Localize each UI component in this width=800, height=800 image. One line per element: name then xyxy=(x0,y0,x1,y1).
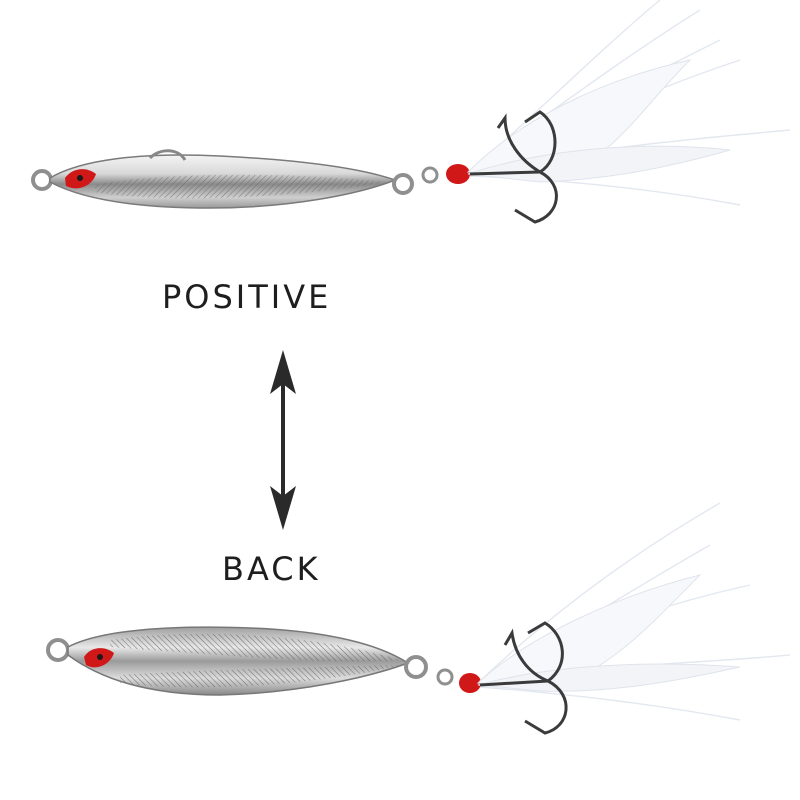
treble-hook xyxy=(479,621,568,735)
back-label: BACK xyxy=(222,550,321,588)
red-thread-wrap xyxy=(446,164,470,184)
split-ring-rear xyxy=(392,173,414,195)
treble-hook xyxy=(469,110,558,224)
double-vertical-arrow-icon xyxy=(270,350,296,530)
positive-label: POSITIVE xyxy=(162,278,332,316)
lure-back-view xyxy=(46,502,791,735)
lure-fin xyxy=(148,149,187,161)
split-ring-front xyxy=(46,638,70,662)
split-ring-rear xyxy=(404,655,428,679)
red-thread-wrap xyxy=(459,673,481,693)
split-ring-front xyxy=(31,169,53,191)
lure-positive-view xyxy=(31,0,791,224)
